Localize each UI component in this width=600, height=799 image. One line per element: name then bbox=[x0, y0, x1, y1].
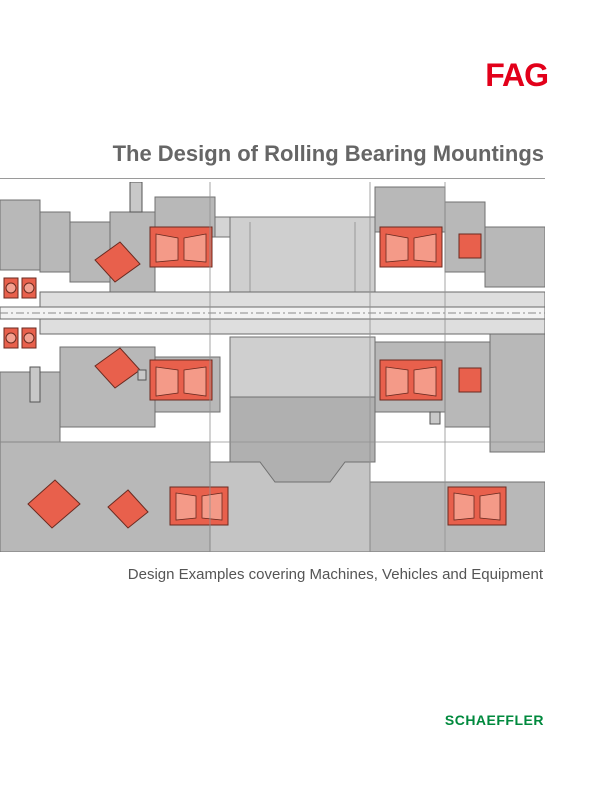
bearing-mounting-drawing bbox=[0, 182, 545, 552]
schaeffler-logo: SCHAEFFLER bbox=[444, 712, 544, 728]
section-lines bbox=[0, 182, 545, 552]
document-title: The Design of Rolling Bearing Mountings bbox=[112, 141, 544, 166]
main-shaft bbox=[0, 291, 545, 335]
fag-logo: FAG bbox=[485, 57, 549, 93]
fittings bbox=[29, 182, 441, 425]
central-hub bbox=[229, 216, 376, 483]
title-rule bbox=[0, 178, 545, 179]
bearing-rollers bbox=[155, 233, 501, 521]
document-subtitle: Design Examples covering Machines, Vehic… bbox=[127, 566, 543, 583]
